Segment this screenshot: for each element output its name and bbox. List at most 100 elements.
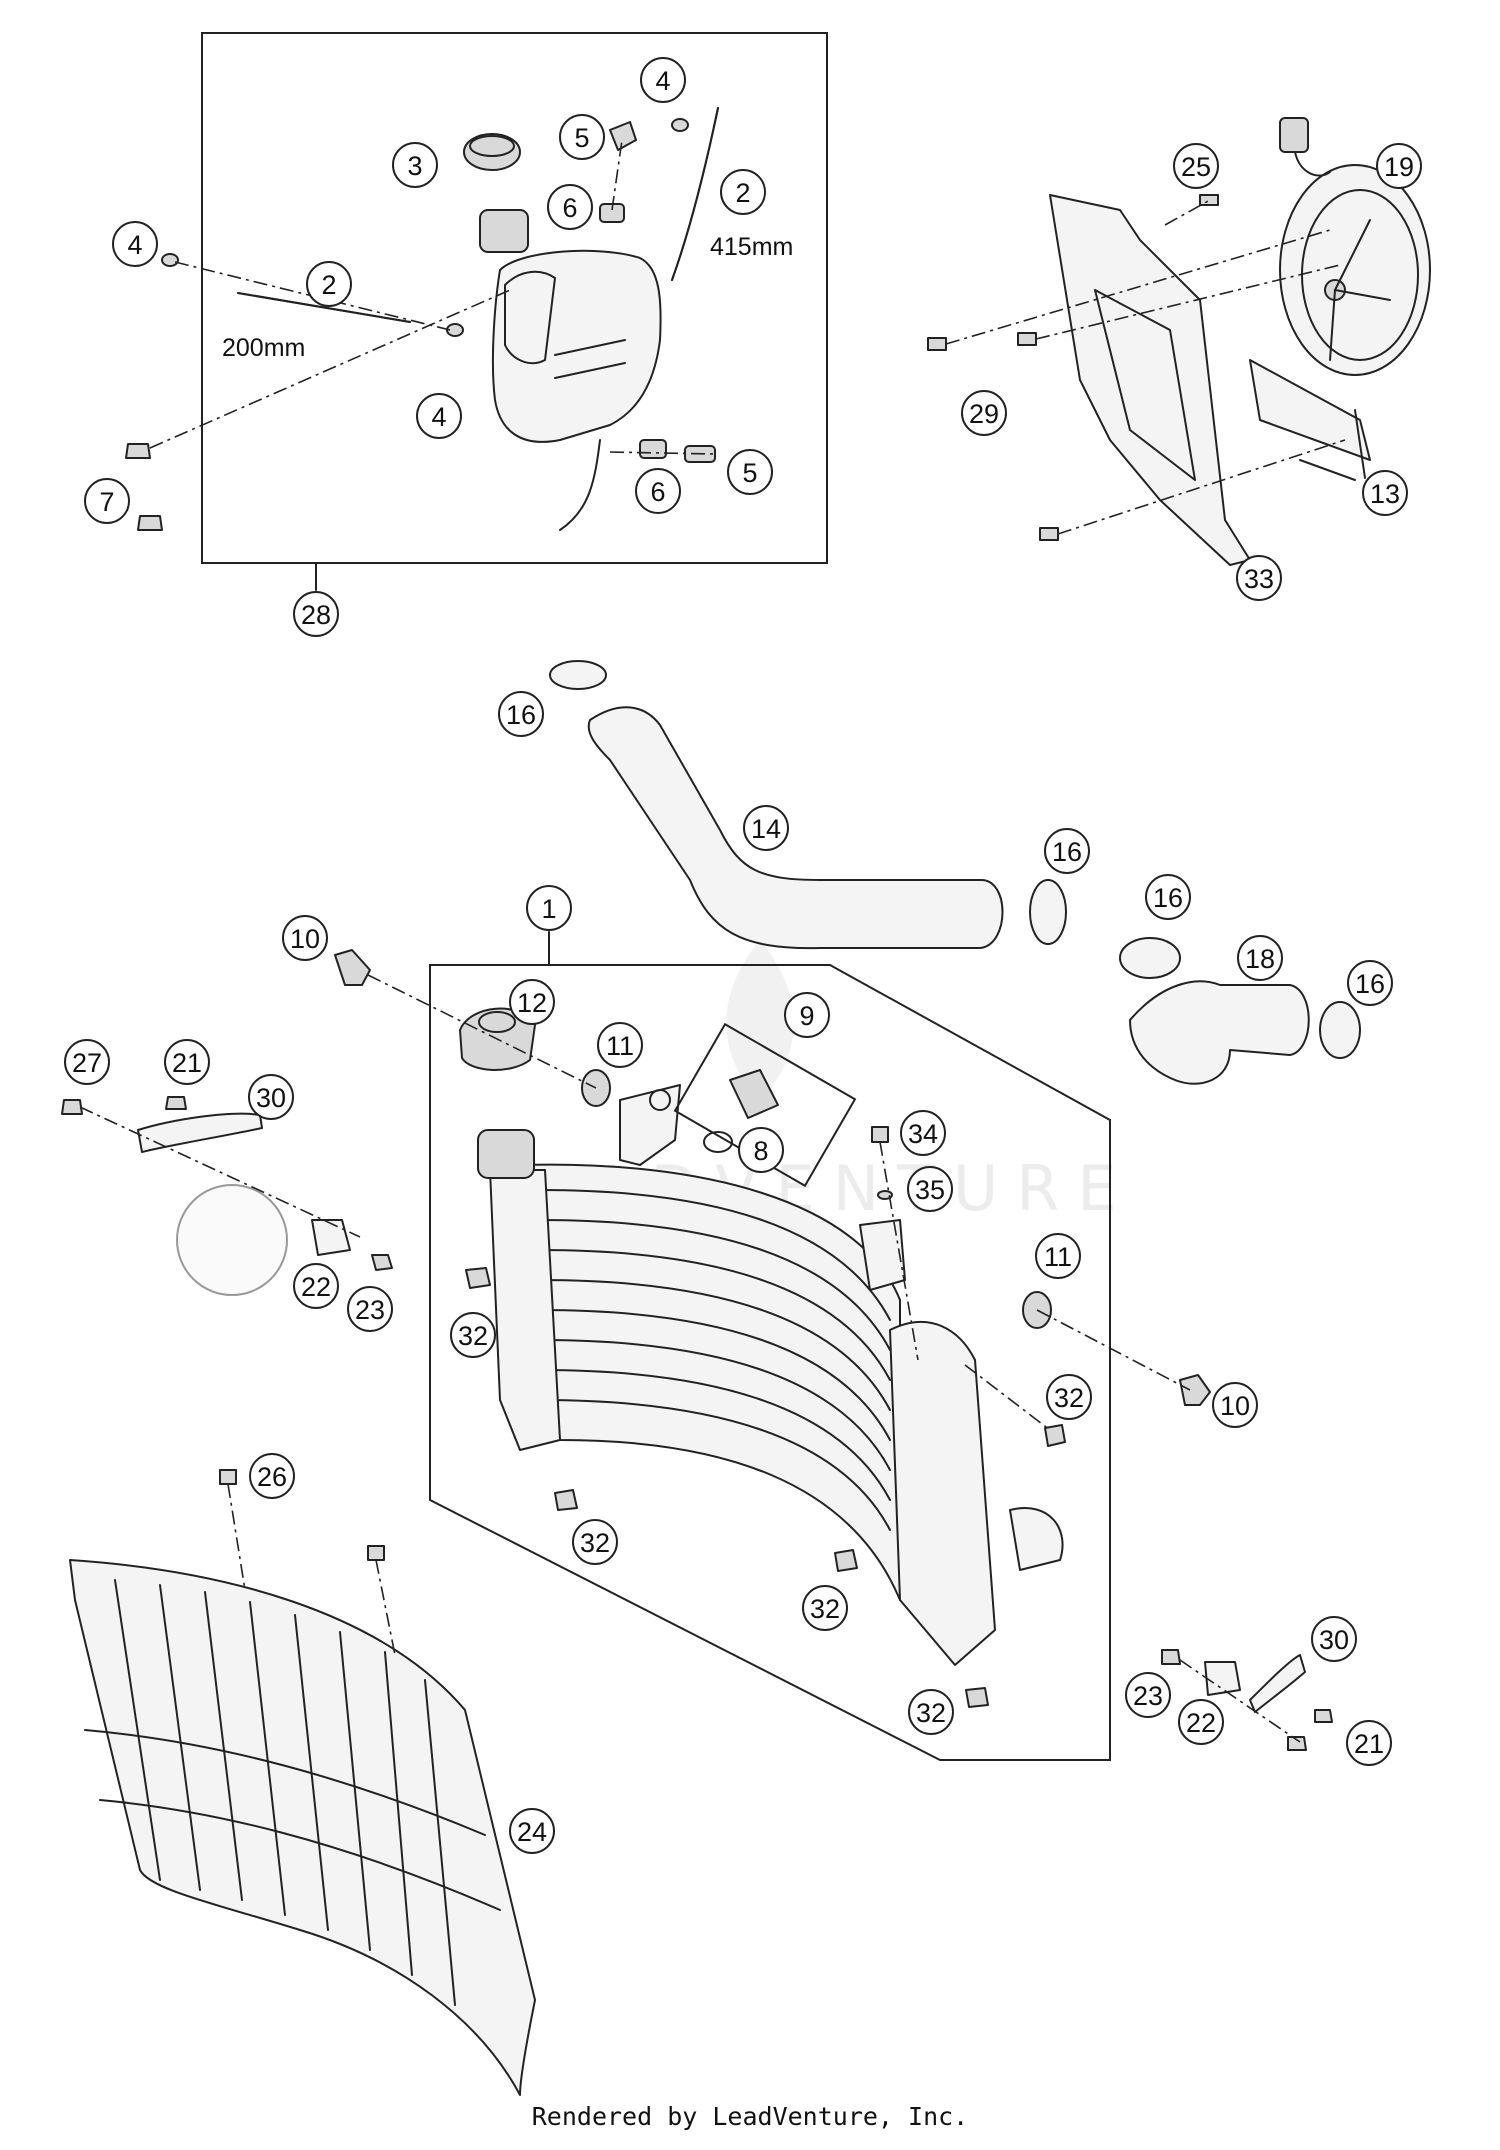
- washer-35: [877, 1190, 893, 1200]
- callout-30[interactable]: 30: [248, 1074, 294, 1120]
- callout-5[interactable]: 5: [727, 449, 773, 495]
- callout-16[interactable]: 16: [1145, 874, 1191, 920]
- callout-circle: [640, 57, 686, 103]
- callout-circle: [112, 221, 158, 267]
- callout-circle: [559, 114, 605, 160]
- radiator-left-tank: [489, 1169, 561, 1451]
- callout-4[interactable]: 4: [112, 221, 158, 267]
- callout-2[interactable]: 2: [306, 261, 352, 307]
- screw-26b: [367, 1545, 385, 1561]
- callout-11[interactable]: 11: [1035, 1233, 1081, 1279]
- grommet-top: [599, 203, 625, 223]
- callout-circle: [1173, 143, 1219, 189]
- callout-30[interactable]: 30: [1311, 1616, 1357, 1662]
- callout-32[interactable]: 32: [572, 1519, 618, 1565]
- bracket-hole: [649, 1089, 671, 1111]
- fan-cable: [1294, 151, 1331, 177]
- callout-number: 14: [751, 814, 781, 844]
- radiator-guard-slats: [84, 1579, 501, 2006]
- callout-9[interactable]: 9: [784, 992, 830, 1038]
- callout-26[interactable]: 26: [249, 1453, 295, 1499]
- fan-shroud-group: [927, 117, 1431, 566]
- callout-circle: [727, 449, 773, 495]
- callout-27[interactable]: 27: [64, 1039, 110, 1085]
- leader-clip-32b: [964, 1364, 1051, 1431]
- callout-circle: [547, 184, 593, 230]
- leader-tank-top: [611, 139, 623, 211]
- callout-23[interactable]: 23: [1125, 1672, 1171, 1718]
- callout-21[interactable]: 21: [164, 1039, 210, 1085]
- callout-circle: [498, 691, 544, 737]
- callout-28[interactable]: 28: [293, 591, 339, 637]
- callout-5[interactable]: 5: [559, 114, 605, 160]
- callout-32[interactable]: 32: [908, 1689, 954, 1735]
- hose-clamp-top: [671, 118, 689, 132]
- callout-6[interactable]: 6: [635, 468, 681, 514]
- callout-22[interactable]: 22: [1178, 1699, 1224, 1745]
- upper-radiator-hose: [587, 706, 1004, 950]
- callout-22[interactable]: 22: [293, 1263, 339, 1309]
- callout-3[interactable]: 3: [392, 142, 438, 188]
- screw-25: [1199, 194, 1219, 206]
- callout-35[interactable]: 35: [907, 1166, 953, 1212]
- callout-number: 32: [810, 1594, 840, 1624]
- clip-32b: [1044, 1424, 1066, 1447]
- callout-4[interactable]: 4: [640, 57, 686, 103]
- callout-33[interactable]: 33: [1236, 555, 1282, 601]
- callout-number: 32: [458, 1321, 488, 1351]
- callout-16[interactable]: 16: [498, 691, 544, 737]
- callout-circle: [1178, 1699, 1224, 1745]
- callout-number: 5: [574, 123, 589, 153]
- callout-circle: [597, 1022, 643, 1068]
- callout-circle: [248, 1074, 294, 1120]
- callout-29[interactable]: 29: [961, 390, 1007, 436]
- screw-21b: [1314, 1709, 1333, 1723]
- radiator-cap-top: [478, 1011, 516, 1033]
- callout-4[interactable]: 4: [416, 393, 462, 439]
- callout-number: 4: [431, 402, 446, 432]
- radiator-fins: [539, 1189, 891, 1531]
- callout-8[interactable]: 8: [738, 1127, 784, 1173]
- callout-6[interactable]: 6: [547, 184, 593, 230]
- fan-blade-2: [1334, 289, 1391, 301]
- callout-circle: [1311, 1616, 1357, 1662]
- callout-34[interactable]: 34: [900, 1110, 946, 1156]
- callout-2[interactable]: 2: [720, 169, 766, 215]
- callout-32[interactable]: 32: [450, 1312, 496, 1358]
- callout-11[interactable]: 11: [597, 1022, 643, 1068]
- callout-1[interactable]: 1: [526, 885, 572, 931]
- callout-32[interactable]: 32: [1046, 1374, 1092, 1420]
- fan-shroud-inner: [1094, 289, 1196, 481]
- screw-7b: [137, 515, 163, 531]
- screw-29b: [1017, 332, 1037, 346]
- callout-24[interactable]: 24: [509, 1808, 555, 1854]
- callout-circle: [1237, 935, 1283, 981]
- callout-10[interactable]: 10: [1212, 1382, 1258, 1428]
- callout-14[interactable]: 14: [743, 805, 789, 851]
- leader-screw-26b: [375, 1559, 396, 1656]
- callout-number: 35: [915, 1175, 945, 1205]
- callout-13[interactable]: 13: [1362, 470, 1408, 516]
- callout-number: 22: [301, 1272, 331, 1302]
- callout-32[interactable]: 32: [802, 1585, 848, 1631]
- callout-circle: [1044, 828, 1090, 874]
- callout-16[interactable]: 16: [1347, 960, 1393, 1006]
- expansion-tank-body: [491, 249, 662, 443]
- screw-27: [61, 1099, 83, 1115]
- callout-12[interactable]: 12: [509, 979, 555, 1025]
- callout-21[interactable]: 21: [1346, 1720, 1392, 1766]
- callout-23[interactable]: 23: [347, 1286, 393, 1332]
- callout-number: 16: [506, 700, 536, 730]
- screw-13: [1039, 527, 1059, 541]
- callout-25[interactable]: 25: [1173, 143, 1219, 189]
- callout-10[interactable]: 10: [282, 915, 328, 961]
- callout-18[interactable]: 18: [1237, 935, 1283, 981]
- hose-clamp-16c: [1119, 937, 1181, 979]
- callout-number: 16: [1153, 883, 1183, 913]
- callout-7[interactable]: 7: [84, 478, 130, 524]
- callout-19[interactable]: 19: [1376, 143, 1422, 189]
- callout-16[interactable]: 16: [1044, 828, 1090, 874]
- rubber-mount-22b: [1204, 1661, 1241, 1696]
- clip-32e: [965, 1687, 989, 1708]
- callout-number: 32: [580, 1528, 610, 1558]
